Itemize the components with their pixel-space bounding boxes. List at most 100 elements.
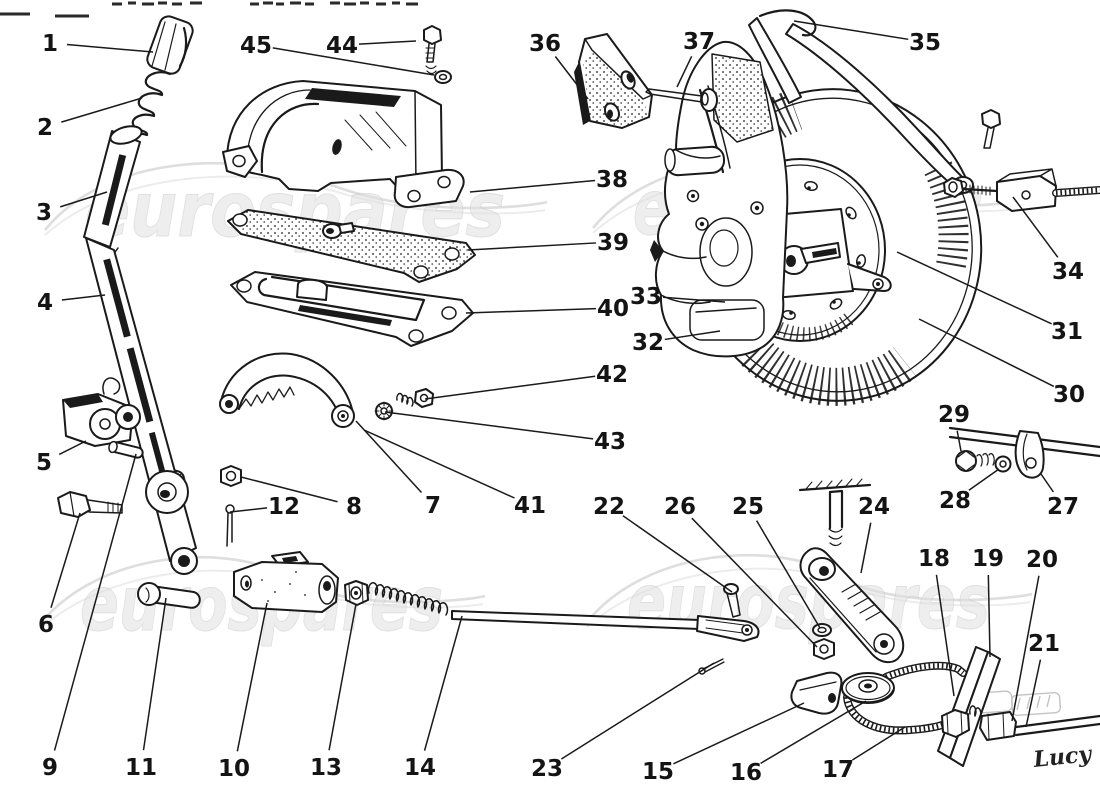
- part-number-37: 37: [683, 29, 715, 55]
- handbrake-cable-clamp: [943, 168, 1100, 212]
- handbrake-lever-assembly: [57, 15, 201, 609]
- bracket-bolt: [981, 109, 1001, 129]
- part-number-20: 20: [1026, 547, 1058, 573]
- part-number-2: 2: [37, 115, 53, 141]
- leader-line-32: [664, 330, 721, 341]
- leader-line-30: [918, 318, 1055, 388]
- leader-line-40: [465, 307, 597, 314]
- caliper-mounting-arms: [748, 9, 1001, 194]
- support-plate-upper: [227, 209, 476, 283]
- part-number-5: 5: [36, 450, 52, 476]
- leader-line-39: [467, 242, 597, 251]
- part-number-1: 1: [42, 31, 58, 57]
- leader-line-36: [554, 56, 589, 100]
- leader-line-37: [676, 56, 693, 88]
- cotter-pin: [702, 658, 725, 673]
- brake-caliper: [650, 40, 789, 358]
- leader-line-9: [53, 453, 137, 751]
- pawl-pin: [108, 440, 144, 459]
- pawl-catch: [62, 377, 141, 447]
- anchor-plate-and-adjuster: [937, 646, 1100, 767]
- part-number-45: 45: [240, 33, 272, 59]
- part-number-41: 41: [514, 493, 546, 519]
- leader-line-3: [59, 191, 108, 208]
- part-number-12: 12: [268, 494, 300, 520]
- part-number-32: 32: [632, 330, 664, 356]
- leader-line-17: [852, 726, 906, 761]
- part-number-23: 23: [531, 756, 563, 782]
- leader-line-26: [691, 517, 818, 648]
- part-number-42: 42: [596, 362, 628, 388]
- leader-line-43: [384, 411, 594, 440]
- clip-bolt: [955, 450, 977, 472]
- pivot-bolt: [57, 491, 123, 518]
- part-number-10: 10: [218, 756, 250, 782]
- leader-line-18: [935, 574, 955, 697]
- leader-line-4: [61, 294, 106, 301]
- part-number-27: 27: [1047, 494, 1079, 520]
- adjuster-nut: [941, 709, 970, 738]
- leader-line-34: [1012, 196, 1059, 258]
- leader-lines: [50, 20, 1059, 765]
- part-number-3: 3: [36, 200, 52, 226]
- part-number-35: 35: [909, 30, 941, 56]
- part-number-6: 6: [38, 612, 54, 638]
- leader-line-35: [793, 20, 909, 41]
- part-number-21: 21: [1028, 631, 1060, 657]
- cable-spring: [367, 582, 449, 616]
- leader-line-24: [860, 522, 872, 574]
- ratchet-cover: [222, 80, 465, 209]
- part-number-43: 43: [594, 429, 626, 455]
- toothed-sector: [219, 352, 355, 428]
- leader-line-29: [956, 430, 962, 452]
- support-plate-lower: [230, 271, 474, 347]
- leader-line-6: [50, 512, 81, 608]
- part-number-4: 4: [37, 290, 53, 316]
- leader-line-19: [987, 574, 991, 658]
- part-number-17: 17: [822, 757, 854, 783]
- part-number-22: 22: [593, 494, 625, 520]
- part-number-30: 30: [1053, 382, 1085, 408]
- clevis-pin: [137, 582, 201, 609]
- leader-line-15: [673, 702, 805, 765]
- pad-wedge: [574, 33, 653, 129]
- part-number-24: 24: [858, 494, 890, 520]
- adjuster-coupler: [979, 711, 1017, 741]
- leader-line-41: [363, 429, 515, 499]
- leader-line-38: [469, 179, 596, 193]
- leader-line-14: [423, 615, 463, 751]
- part-number-8: 8: [346, 494, 362, 520]
- cable-guide-block: [790, 671, 843, 715]
- lever-spring: [126, 71, 172, 145]
- bracket-hook: [758, 9, 817, 37]
- leader-line-22: [622, 515, 733, 593]
- stabilizer-rod-assembly: [948, 426, 1100, 479]
- leader-line-23: [560, 662, 715, 760]
- part-number-11: 11: [125, 755, 157, 781]
- part-number-44: 44: [326, 33, 358, 59]
- lever-knob: [146, 15, 194, 75]
- clipped-title-fragments: [0, 1, 418, 18]
- leader-line-11: [142, 597, 167, 751]
- leader-line-44: [358, 40, 417, 45]
- part-number-13: 13: [310, 755, 342, 781]
- pulley-assembly: [790, 661, 967, 735]
- leader-line-27: [1040, 473, 1054, 493]
- part-number-25: 25: [732, 494, 764, 520]
- leader-line-10: [236, 602, 268, 752]
- leader-line-13: [328, 603, 357, 751]
- leader-line-25: [755, 520, 821, 629]
- part-number-39: 39: [597, 230, 629, 256]
- rod-clip: [1014, 430, 1045, 479]
- part-number-7: 7: [425, 493, 441, 519]
- artist-signature-text: Lucy: [1031, 741, 1094, 773]
- leader-line-42: [424, 375, 596, 400]
- leader-line-8: [240, 476, 338, 503]
- output-cable: [1014, 714, 1100, 737]
- part-number-28: 28: [939, 488, 971, 514]
- leader-line-1: [66, 43, 154, 53]
- leader-line-33: [662, 296, 726, 303]
- fork-pin: [723, 583, 739, 595]
